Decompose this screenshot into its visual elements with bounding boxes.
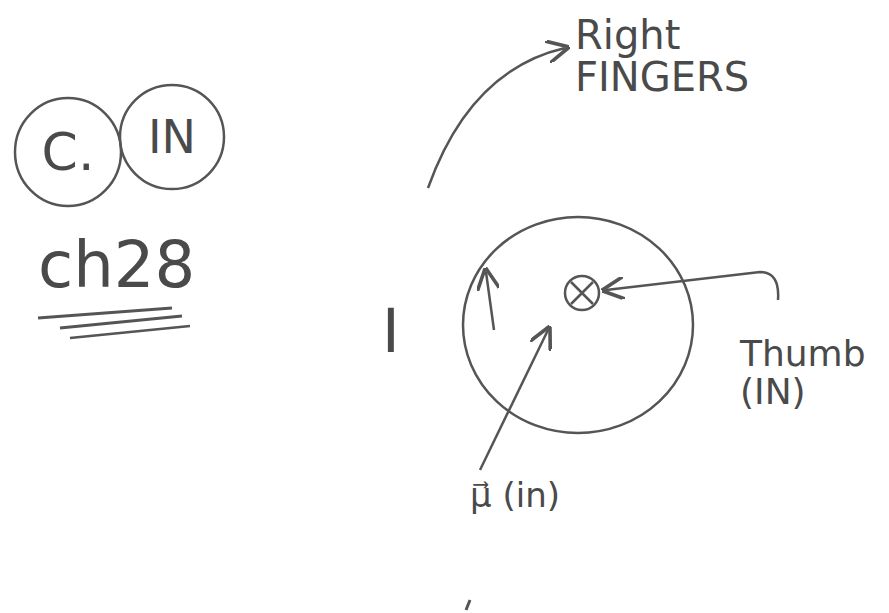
thumb-leader <box>606 272 778 300</box>
note-text: C. <box>42 126 95 178</box>
pencil-stroke <box>466 600 470 610</box>
mu-leader <box>480 330 548 470</box>
note-label: μ⃗ (in) <box>470 478 560 514</box>
underline <box>38 308 172 318</box>
into-page-cross <box>571 282 593 304</box>
note-label: I <box>382 300 400 363</box>
underline <box>60 316 182 328</box>
underline <box>70 326 190 338</box>
note-label: Thumb (IN) <box>740 335 870 411</box>
into-page-symbol <box>565 276 599 310</box>
circled-note: C. <box>13 96 123 208</box>
current-arrow <box>486 272 494 330</box>
current-loop <box>463 217 693 433</box>
curl-arrow <box>428 48 565 188</box>
note-label: Right FINGERS <box>575 14 835 98</box>
note-label: ch28 <box>38 232 195 299</box>
note-text: IN <box>148 114 196 160</box>
circled-note: IN <box>118 83 226 191</box>
